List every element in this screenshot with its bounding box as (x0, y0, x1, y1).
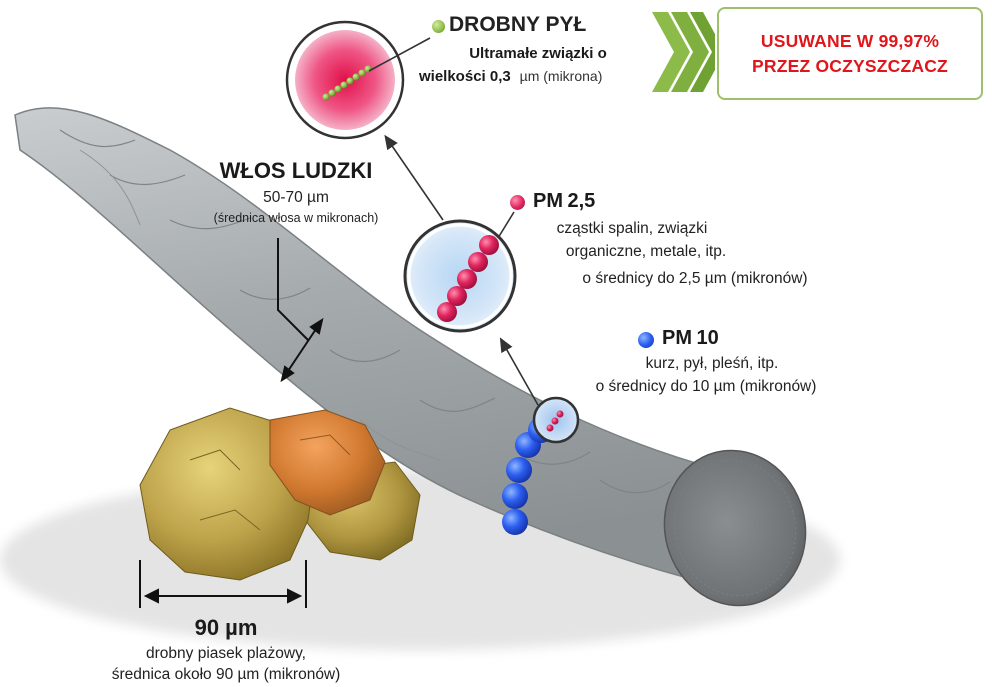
pm25-line3: o średnicy do 2,5 µm (mikronów) (582, 270, 808, 287)
pm10-line2: o średnicy do 10 µm (mikronów) (595, 378, 817, 395)
chevron-arrow-icon (652, 12, 715, 92)
pm25-line2: organiczne, metale, itp. (565, 243, 727, 260)
hair-note: (średnica włosa w mikronach) (213, 211, 379, 225)
sand-dimension-line (139, 560, 307, 608)
pm25-line1: cząstki spalin, związki (556, 220, 708, 237)
hair-size: 50-70 µm (263, 189, 329, 206)
purifier-line2: PRZEZ OCZYSZCZACZ (752, 55, 948, 76)
hair-strand (14, 107, 807, 607)
pm25-title: PM 2,5 (510, 190, 595, 213)
fine-dust-magnifier (285, 20, 405, 140)
pm25-magnifier (403, 219, 517, 333)
sand-line2: średnica około 90 µm (mikronów) (111, 666, 341, 683)
hair-title: WŁOS LUDZKI (219, 158, 373, 183)
hair-thickness-pointer (277, 238, 324, 383)
fine-dust-dot-icon (432, 20, 445, 34)
fine-dust-line2: wielkości 0,3 µm (mikrona) (419, 68, 603, 85)
purifier-line1: USUWANE W 99,97% (760, 30, 940, 51)
fine-dust-title: DROBNY PYŁ (432, 13, 586, 37)
small-magnifier (532, 396, 580, 444)
pm10-line1: kurz, pył, pleśń, itp. (645, 355, 779, 372)
sand-line1: drobny piasek plażowy, (146, 645, 306, 662)
pm25-dot-icon (510, 195, 525, 211)
fine-dust-line1: Ultramałe związki o (469, 45, 607, 62)
sand-size: 90 µm (194, 615, 258, 640)
connector-arrows (368, 37, 539, 406)
pm10-title: PM 10 (638, 327, 719, 350)
purifier-callout: USUWANE W 99,97% PRZEZ OCZYSZCZACZ (717, 7, 983, 100)
sand-grains (139, 407, 421, 581)
pm10-dot-icon (638, 331, 654, 348)
